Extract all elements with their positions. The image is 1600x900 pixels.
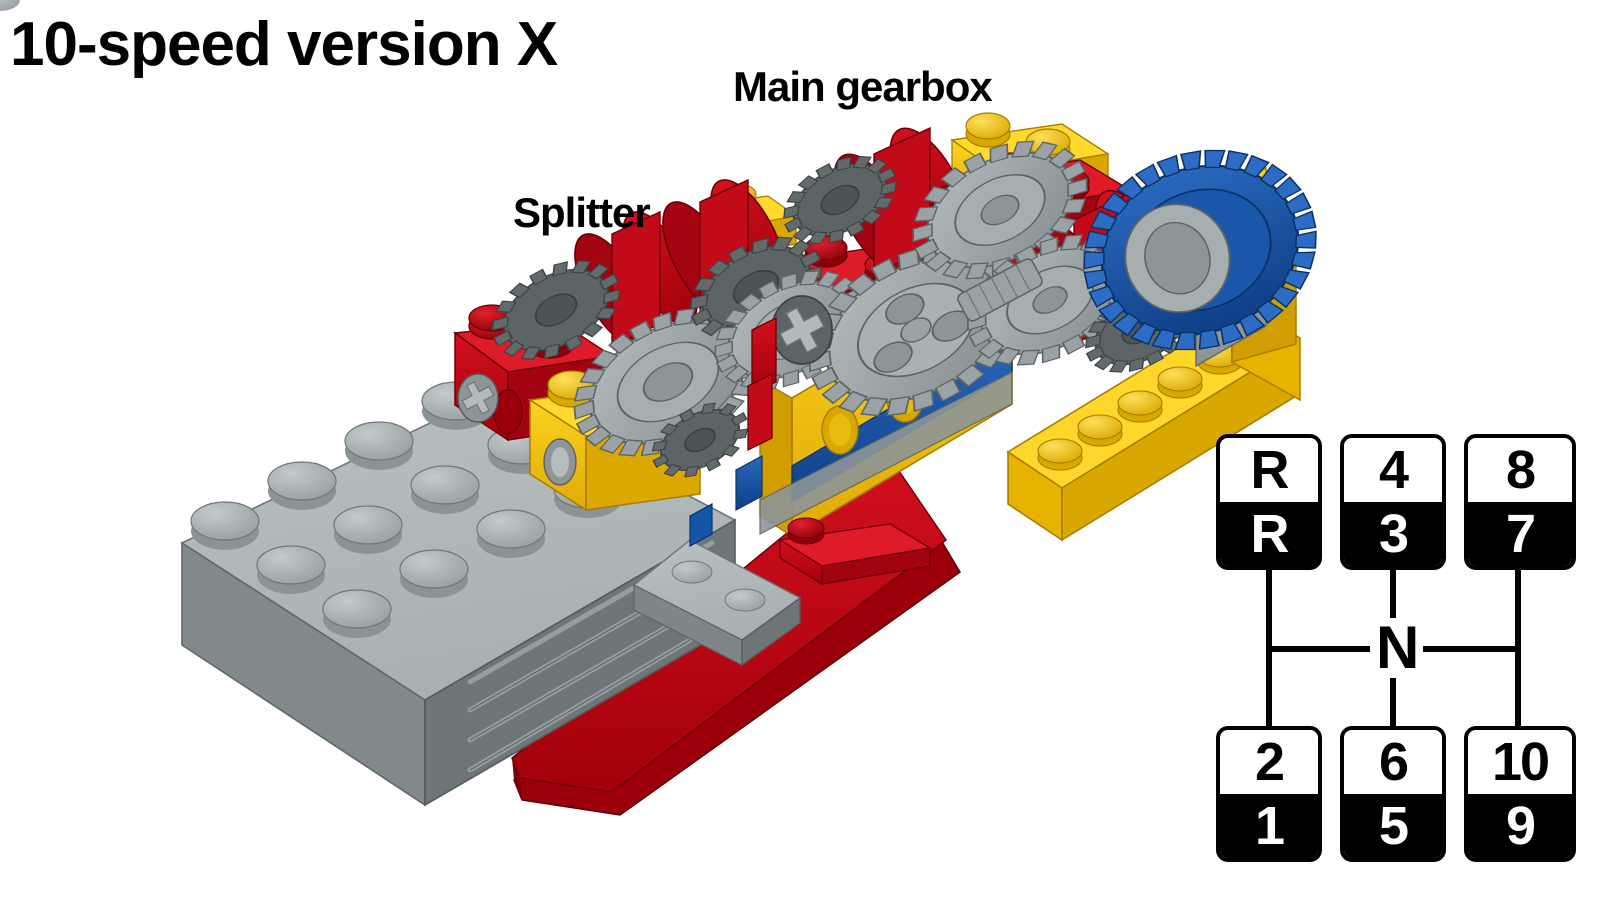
shift-box-top-col2[interactable]: 4 3 bbox=[1340, 434, 1446, 570]
shift-cell-3: 3 bbox=[1344, 502, 1442, 566]
shift-pattern-diagram: N R R 4 3 8 7 2 1 6 5 10 9 bbox=[1190, 430, 1590, 870]
shift-line-left-vertical bbox=[1266, 570, 1272, 734]
shift-box-top-col3[interactable]: 8 7 bbox=[1464, 434, 1576, 570]
grey-plate bbox=[0, 0, 802, 667]
red-pins bbox=[747, 316, 777, 452]
shift-box-bottom-col1[interactable]: 2 1 bbox=[1216, 726, 1322, 862]
splitter-label: Splitter bbox=[513, 189, 651, 236]
shift-cell-7: 7 bbox=[1468, 502, 1572, 566]
yellow-frame-right bbox=[1006, 166, 1301, 542]
red-plate-lower bbox=[778, 517, 932, 586]
page-title: 10-speed version X bbox=[10, 10, 558, 79]
shift-cell-9: 9 bbox=[1468, 794, 1572, 858]
shift-cell-6: 6 bbox=[1344, 730, 1442, 794]
shift-cell-5: 5 bbox=[1344, 794, 1442, 858]
shift-cell-1: 1 bbox=[1220, 794, 1318, 858]
blue-pins bbox=[689, 454, 763, 548]
blue-bevel-gear bbox=[1083, 149, 1317, 351]
shift-box-bottom-col2[interactable]: 6 5 bbox=[1340, 726, 1446, 862]
shift-cell-R-lower: R bbox=[1220, 502, 1318, 566]
shift-box-top-col1[interactable]: R R bbox=[1216, 434, 1322, 570]
shift-neutral-label: N bbox=[1370, 618, 1424, 678]
gear-16t-a bbox=[491, 260, 621, 360]
shift-cell-R-upper: R bbox=[1220, 438, 1318, 502]
main-gearbox-label: Main gearbox bbox=[733, 63, 993, 110]
shift-cell-4: 4 bbox=[1344, 438, 1442, 502]
shift-cell-8: 8 bbox=[1468, 438, 1572, 502]
shift-cell-2: 2 bbox=[1220, 730, 1318, 794]
shift-cell-10: 10 bbox=[1468, 730, 1572, 794]
shift-line-right-vertical bbox=[1515, 570, 1521, 734]
shift-box-bottom-col3[interactable]: 10 9 bbox=[1464, 726, 1576, 862]
